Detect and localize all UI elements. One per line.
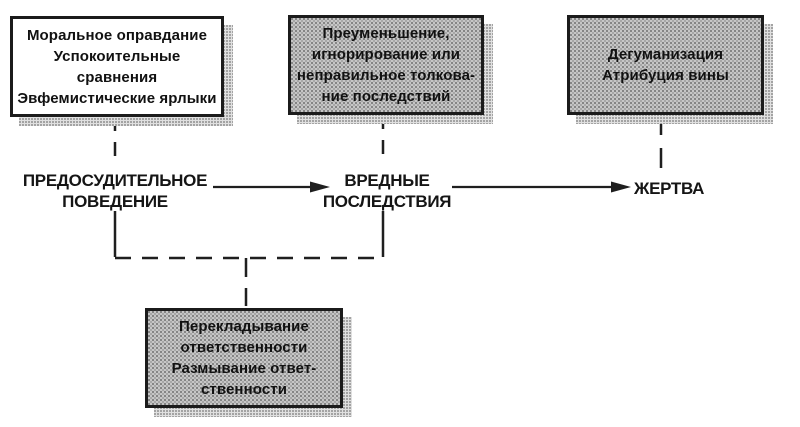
box-line: Перекладывание bbox=[179, 318, 309, 335]
box-line: Эвфемистические ярлыки bbox=[17, 89, 217, 107]
box-line: Размывание ответ- bbox=[171, 360, 317, 377]
box-line: Успокоительные bbox=[53, 47, 181, 65]
box-line: сравнения bbox=[76, 68, 158, 86]
box-line: игнорирование или bbox=[311, 46, 461, 63]
arrow-conduct-to-effects bbox=[213, 181, 330, 193]
node-victim: ЖЕРТВА bbox=[634, 178, 704, 199]
arrow-effects-to-victim bbox=[452, 181, 631, 193]
box-face: Дегуманизация Атрибуция вины bbox=[567, 15, 764, 115]
minimization-box: Преуменьшение, игнорирование или неправи… bbox=[288, 15, 493, 124]
box-line: ственности bbox=[200, 381, 288, 398]
box-line: ответственности bbox=[180, 339, 308, 356]
node-reprehensible-conduct: ПРЕДОСУДИТЕЛЬНОЕ ПОВЕДЕНИЕ bbox=[15, 170, 215, 212]
node-harmful-effects: ВРЕДНЫЕ ПОСЛЕДСТВИЯ bbox=[287, 170, 487, 212]
box-line: Преуменьшение, bbox=[322, 25, 450, 42]
node-label-line: ВРЕДНЫЕ bbox=[344, 171, 430, 190]
node-label-line: ЖЕРТВА bbox=[634, 179, 705, 198]
box-face: Преуменьшение, игнорирование или неправи… bbox=[288, 15, 484, 115]
box-line: Атрибуция вины bbox=[602, 67, 729, 84]
node-label-line: ПОСЛЕДСТВИЯ bbox=[322, 192, 452, 211]
responsibility-box: Перекладывание ответственности Размывани… bbox=[145, 308, 352, 417]
box-line: ние последствий bbox=[321, 88, 451, 105]
box-line: Дегуманизация bbox=[607, 46, 724, 63]
box-line: Моральное оправдание bbox=[26, 26, 208, 44]
box-face: Моральное оправдание Успокоительные срав… bbox=[10, 16, 224, 117]
box-face: Перекладывание ответственности Размывани… bbox=[145, 308, 343, 408]
node-label-line: ПРЕДОСУДИТЕЛЬНОЕ bbox=[22, 171, 208, 190]
moral-justification-box: Моральное оправдание Успокоительные срав… bbox=[10, 16, 233, 126]
box-line: неправильное толкова- bbox=[296, 67, 476, 84]
node-label-line: ПОВЕДЕНИЕ bbox=[62, 192, 168, 211]
dehumanization-box: Дегуманизация Атрибуция вины bbox=[567, 15, 773, 124]
